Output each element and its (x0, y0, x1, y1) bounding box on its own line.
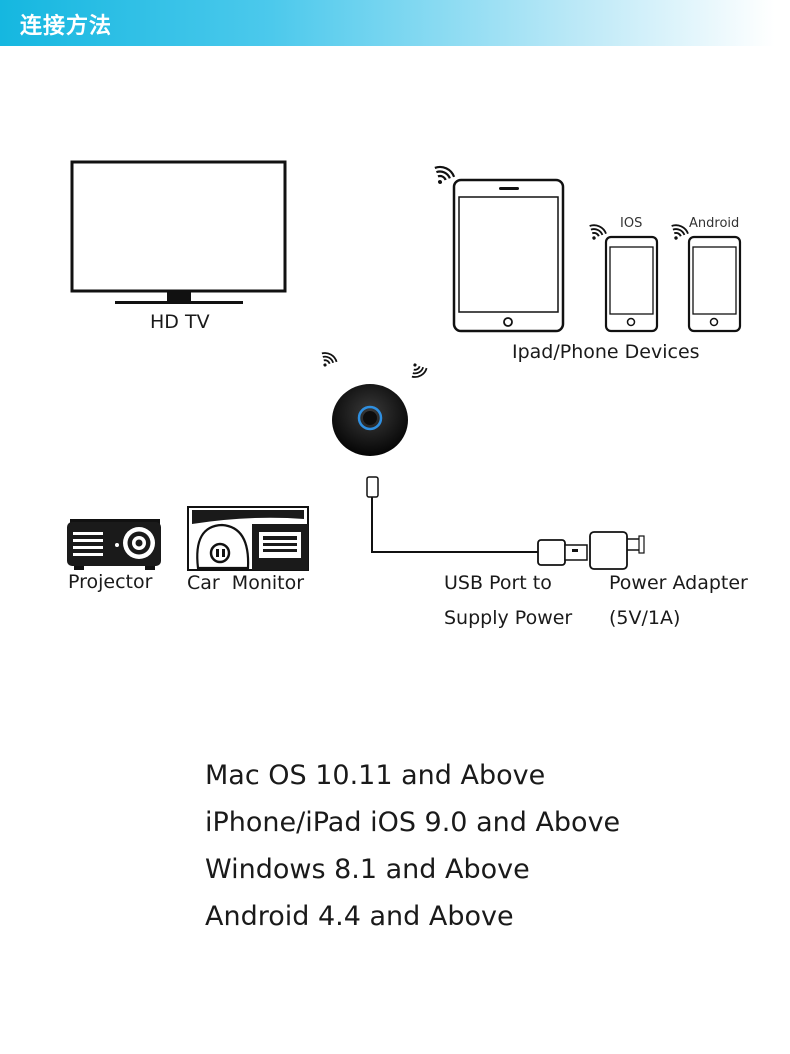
dongle-icon (332, 384, 408, 456)
car-monitor-label: Car Monitor (187, 572, 305, 594)
usb-label-line2: Supply Power (444, 607, 573, 629)
car-monitor-icon (187, 506, 309, 571)
section-header: 连接方法 (0, 0, 775, 46)
usb-cable-icon (366, 476, 588, 566)
android-phone-icon (687, 235, 742, 333)
tablet-icon (452, 178, 565, 333)
compatibility-item-windows: Windows 8.1 and Above (205, 854, 530, 885)
dongle-wifi-right-icon (409, 362, 428, 381)
projector-icon (67, 519, 161, 570)
section-title: 连接方法 (20, 14, 113, 39)
ios-wifi-icon (587, 220, 608, 242)
android-wifi-icon (669, 220, 690, 242)
ios-phone-icon (604, 235, 659, 333)
projector-label: Projector (68, 571, 153, 593)
ios-label: IOS (620, 216, 643, 231)
android-label: Android (689, 216, 740, 231)
adapter-label-line1: Power Adapter (609, 572, 748, 594)
compatibility-item-ios: iPhone/iPad iOS 9.0 and Above (205, 807, 621, 838)
dongle-wifi-left-icon (319, 349, 338, 368)
compatibility-item-mac: Mac OS 10.11 and Above (205, 760, 546, 791)
power-adapter-icon (589, 531, 645, 570)
tablet-wifi-icon (431, 161, 456, 186)
usb-label-line1: USB Port to (444, 572, 552, 594)
compatibility-list: Mac OS 10.11 and Above iPhone/iPad iOS 9… (205, 752, 620, 940)
devices-label: Ipad/Phone Devices (512, 341, 700, 363)
connection-diagram (67, 160, 742, 571)
compatibility-item-android: Android 4.4 and Above (205, 901, 514, 932)
tv-label: HD TV (150, 311, 210, 333)
adapter-label-line2: (5V/1A) (609, 607, 681, 629)
tv-icon (70, 160, 287, 304)
